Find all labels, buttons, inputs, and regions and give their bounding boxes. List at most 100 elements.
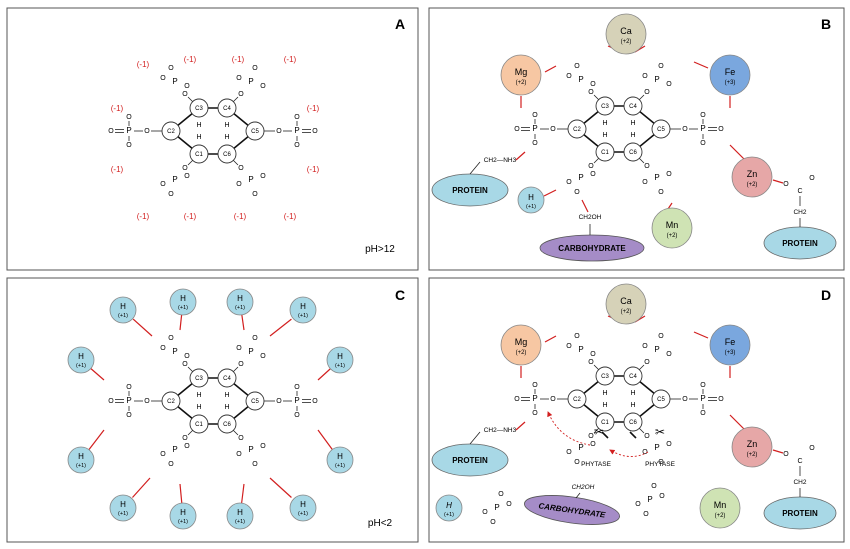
oxygen-atom: O	[238, 91, 244, 98]
oxygen-atom: O	[182, 435, 188, 442]
oxygen-atom: O	[238, 165, 244, 172]
fe-ion-symbol: Fe	[725, 67, 736, 77]
h-ion	[169, 502, 197, 530]
oxygen-atom: O	[182, 91, 188, 98]
bond	[187, 366, 194, 373]
ionic-bond	[269, 477, 292, 498]
ca-ion-charge: (+2)	[621, 39, 632, 45]
oxygen-atom: O	[590, 441, 596, 448]
mg-ion	[500, 324, 542, 366]
carbon-label: C1	[195, 422, 203, 428]
ionic-bond	[317, 366, 333, 381]
oxygen-atom: O	[588, 163, 594, 170]
h-ion	[289, 494, 317, 522]
cut-mark	[601, 431, 609, 439]
oxygen-atom: O	[550, 396, 556, 403]
fe-ion-charge: (+3)	[725, 80, 736, 86]
h-ion-charge: (+1)	[298, 511, 308, 517]
hydrogen-atom: H	[224, 392, 229, 399]
phosphorus-atom: P	[172, 347, 177, 356]
h-ion-symbol: H	[120, 302, 126, 311]
carbon-label: C3	[601, 104, 609, 110]
oxygen-atom: O	[666, 351, 672, 358]
carbon-atom	[595, 366, 615, 386]
charge-label: (-1)	[137, 60, 150, 69]
charge-label: (-1)	[137, 212, 150, 221]
oxygen-atom: O	[532, 382, 538, 389]
oxygen-atom: O	[182, 361, 188, 368]
oxygen-atom: O	[168, 191, 174, 198]
bond	[593, 157, 600, 164]
oxygen-atom: O	[700, 112, 706, 119]
oxygen-atom: O	[236, 75, 242, 82]
protein-label: PROTEIN	[452, 456, 488, 465]
hydrogen-atom: H	[224, 404, 229, 411]
phosphorus-atom: P	[654, 173, 659, 182]
mg-ion-symbol: Mg	[515, 337, 528, 347]
carbon-atom	[623, 366, 643, 386]
oxygen-atom: O	[658, 63, 664, 70]
carbon-atom	[161, 121, 181, 141]
oxygen-atom: O	[312, 128, 318, 135]
ch2nh3-label: CH2—NH3	[484, 157, 517, 164]
hydrogen-atom: H	[196, 122, 201, 129]
ionic-bond	[132, 477, 151, 498]
oxygen-atom: O	[550, 126, 556, 133]
bond	[638, 427, 645, 434]
oxygen-atom: O	[276, 398, 282, 405]
oxygen-atom: O	[658, 189, 664, 196]
hydrogen-atom: H	[602, 402, 607, 409]
zn-ion	[731, 426, 773, 468]
oxygen-atom: O	[658, 333, 664, 340]
oxygen-atom: O	[252, 65, 258, 72]
oxygen-atom: O	[635, 501, 641, 508]
phosphorus-atom: P	[172, 175, 177, 184]
oxygen-atom: O	[168, 461, 174, 468]
scissors-icon: ✂	[655, 425, 665, 439]
charge-label: (-1)	[284, 212, 297, 221]
h-ion	[67, 346, 95, 374]
carbon-label: C1	[195, 152, 203, 158]
bond	[232, 366, 239, 373]
oxygen-atom: O	[294, 412, 300, 419]
zn-ion-charge: (+2)	[747, 182, 758, 188]
oxygen-atom: O	[590, 81, 596, 88]
ionic-bond	[132, 318, 153, 337]
ca-ion-symbol: Ca	[620, 296, 632, 306]
charge-label: (-1)	[184, 55, 197, 64]
oxygen-atom: O	[590, 171, 596, 178]
ionic-bond	[88, 366, 105, 381]
oxygen-atom: O	[566, 343, 572, 350]
bond	[638, 157, 645, 164]
phosphorus-atom: P	[700, 394, 705, 403]
oxygen-atom: O	[184, 173, 190, 180]
oxygen-atom: O	[666, 171, 672, 178]
oxygen-atom: O	[252, 461, 258, 468]
oxygen-atom: O	[588, 359, 594, 366]
h-ion-charge: (+1)	[444, 512, 454, 518]
h-ion	[226, 288, 254, 316]
oxygen-atom: O	[126, 384, 132, 391]
carbohydrate-label: CARBOHYDRATE	[558, 244, 626, 253]
mn-ion-symbol: Mn	[714, 500, 727, 510]
cleavage-arrow-right	[609, 449, 649, 457]
h-ion-symbol: H	[337, 352, 343, 361]
carbon-label: C6	[629, 150, 637, 156]
protein-label-right: PROTEIN	[782, 509, 818, 518]
oxygen-atom: O	[532, 140, 538, 147]
zn-ion	[731, 156, 773, 198]
bond	[593, 427, 600, 434]
carbon-label: C4	[629, 104, 637, 110]
carbon-label: C4	[629, 374, 637, 380]
oxygen-atom: O	[168, 335, 174, 342]
carboxyl-c-label: C	[797, 188, 802, 195]
hydrogen-atom: H	[630, 120, 635, 127]
h-ion	[109, 494, 137, 522]
phytase-label-left: PHYTASE	[581, 461, 612, 468]
ionic-bond	[693, 331, 709, 339]
oxygen-atom: O	[644, 163, 650, 170]
carbon-label: C2	[167, 129, 175, 135]
h-ion-charge: (+1)	[178, 519, 188, 525]
